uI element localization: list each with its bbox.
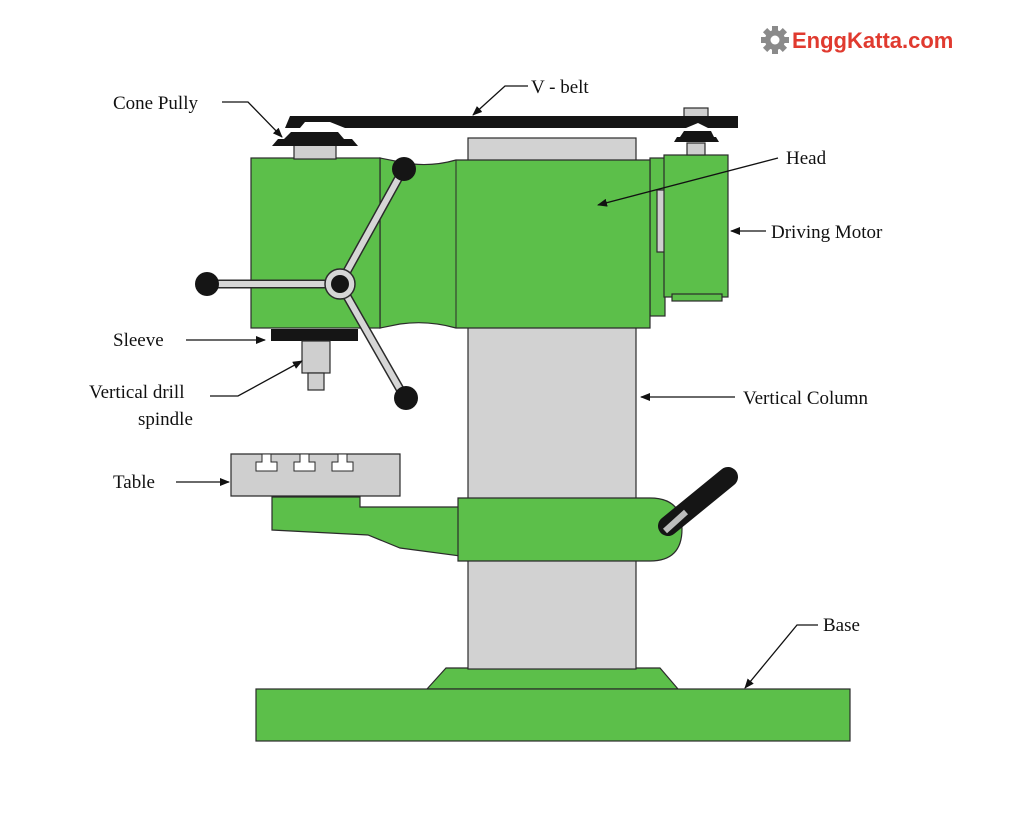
leader-base bbox=[744, 624, 818, 689]
label-vertical-drill: Vertical drill bbox=[89, 382, 185, 403]
leader-vertical-drill-spindle bbox=[210, 360, 303, 397]
driving-motor bbox=[663, 154, 729, 298]
table-t-slots bbox=[255, 453, 354, 472]
table-arm bbox=[271, 496, 461, 557]
gear-icon bbox=[761, 26, 789, 54]
label-base: Base bbox=[823, 615, 860, 636]
head bbox=[379, 157, 651, 329]
label-spindle: spindle bbox=[138, 409, 193, 430]
vertical-drill-spindle bbox=[301, 340, 331, 374]
motor-base bbox=[671, 293, 723, 302]
label-cone-pully: Cone Pully bbox=[113, 93, 198, 114]
cone-pulley-left bbox=[272, 132, 358, 146]
brand-name: EnggKatta.com bbox=[792, 28, 953, 53]
leader-v-belt bbox=[472, 85, 528, 116]
clamp-handle bbox=[658, 467, 738, 536]
table bbox=[230, 453, 401, 497]
base-plinth bbox=[425, 667, 680, 690]
label-sleeve: Sleeve bbox=[113, 330, 164, 351]
label-driving-motor: Driving Motor bbox=[771, 222, 883, 243]
motor-shaft-collar bbox=[686, 142, 706, 156]
brand-logo: EnggKatta.com bbox=[761, 26, 953, 54]
spindle-tip bbox=[307, 372, 325, 391]
label-head: Head bbox=[786, 148, 827, 169]
label-vertical-column: Vertical Column bbox=[743, 388, 869, 409]
leader-head bbox=[597, 157, 779, 207]
label-table: Table bbox=[113, 472, 155, 493]
sleeve bbox=[271, 329, 358, 341]
feed-handle bbox=[195, 157, 418, 410]
leader-cone-pully bbox=[222, 101, 283, 138]
label-v-belt: V - belt bbox=[531, 77, 589, 98]
v-belt bbox=[285, 116, 738, 128]
table-clamp bbox=[457, 497, 683, 562]
leader-lines bbox=[176, 85, 818, 689]
base bbox=[255, 688, 851, 742]
cone-pulley-right bbox=[674, 131, 719, 142]
